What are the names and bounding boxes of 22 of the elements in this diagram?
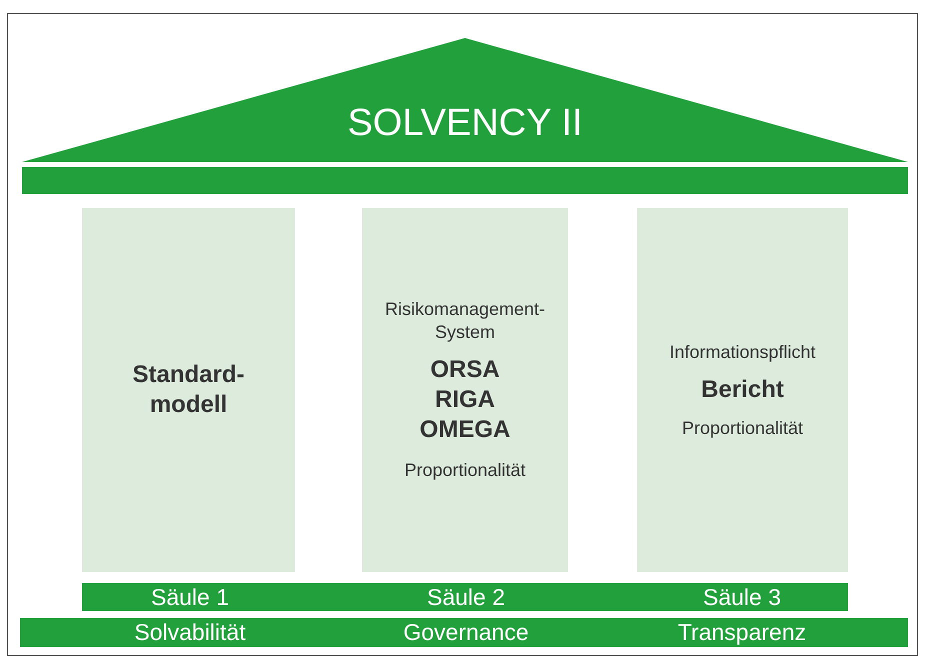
key-term: RIGA <box>434 385 496 416</box>
key-term: Standard-modell <box>131 360 246 420</box>
pillar-panel <box>362 208 568 572</box>
band-label: Solvabilität <box>133 618 247 647</box>
band-label: Säule 2 <box>426 583 506 611</box>
roof-beam <box>22 167 908 194</box>
key-term: ORSA <box>429 355 501 386</box>
band-label: Säule 1 <box>150 583 230 611</box>
pillar-panel <box>82 208 295 572</box>
roof-title: SOLVENCY II <box>346 102 584 145</box>
key-term: OMEGA <box>418 415 512 446</box>
banner-bar <box>82 583 848 611</box>
band-label: Transparenz <box>676 618 808 647</box>
pillar-panel <box>637 208 848 572</box>
pillar-text: Risikomanagement-System <box>384 298 546 344</box>
band-label: Governance <box>402 618 530 647</box>
band-label: Säule 3 <box>702 583 782 611</box>
key-term: Bericht <box>700 375 785 405</box>
pillar-text: Proportionalität <box>680 417 804 440</box>
pillar-text: Proportionalität <box>403 459 527 482</box>
banner-bar <box>20 618 908 647</box>
pillar-text: Informationspflicht <box>668 340 817 363</box>
